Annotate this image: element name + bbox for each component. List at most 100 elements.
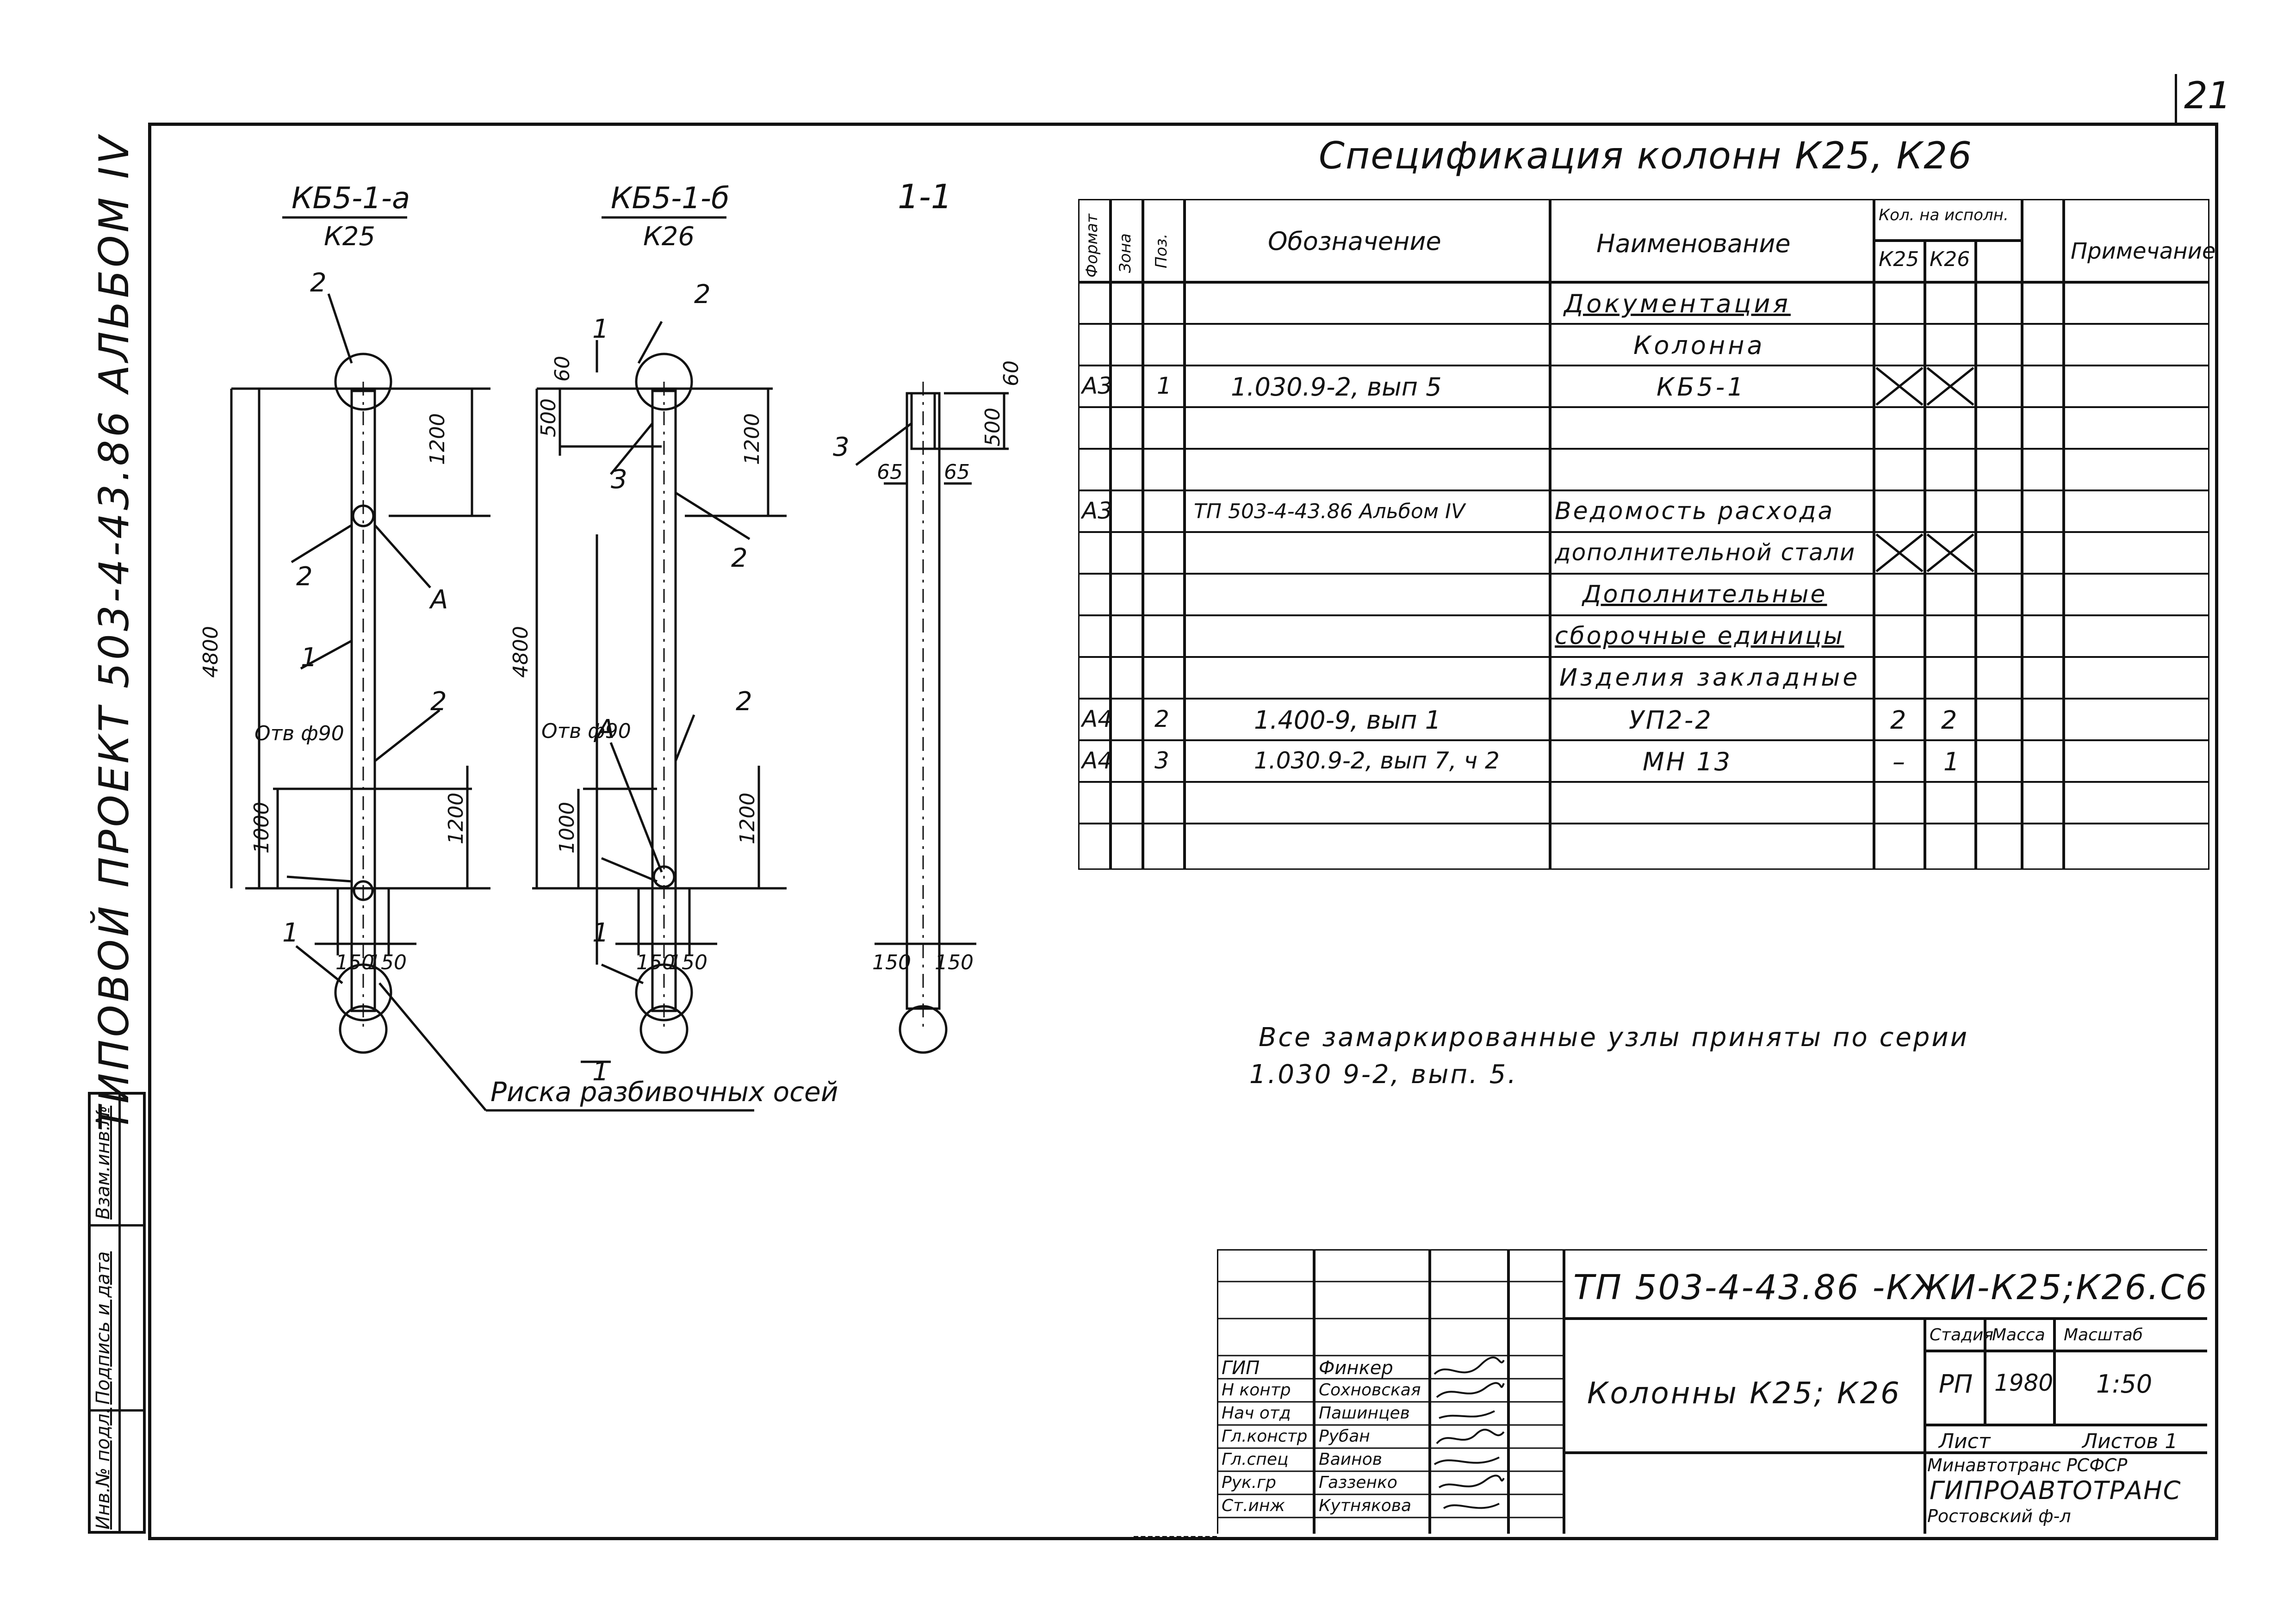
column-view-a [230, 293, 754, 1112]
project-sidebar-title: ТИПОВОЙ ПРОЕКТ 503-4-43.86 АЛЬБОМ IV [90, 133, 138, 1131]
dim-60: 60 [551, 356, 574, 382]
list-item: ГИП Финкер [1217, 1356, 1564, 1379]
table-row: А4 3 1.030.9-2, вып 7, ч 2 МН 13 – 1 [1078, 740, 2209, 782]
person-role: Гл.констр [1222, 1427, 1308, 1446]
org-line1: Минавтотранс РСФСР [1927, 1455, 2128, 1475]
callout-1: 1 [592, 918, 609, 948]
row-format: А4 [1082, 747, 1113, 774]
person-role: Н контр [1222, 1381, 1291, 1400]
row-format: А3 [1082, 372, 1113, 399]
row-name: Изделия закладные [1559, 664, 1861, 692]
dim-500: 500 [981, 408, 1005, 446]
stamp-divider [91, 1409, 143, 1412]
spec-table: Формат Зона Поз. Обозначение Наименовани… [1078, 199, 2215, 870]
dim-4800: 4800 [199, 626, 223, 678]
dim-1200: 1200 [736, 793, 759, 844]
dim-1200: 1200 [740, 413, 764, 465]
row-name: Документация [1564, 289, 1791, 318]
row-designation: 1.400-9, вып 1 [1254, 706, 1441, 735]
title-block: ТП 503-4-43.86 -КЖИ-К25;К26.С6 Колонны К… [1217, 1249, 2207, 1534]
person-name: Пашинцев [1319, 1404, 1410, 1423]
section-title: 1-1 [898, 177, 952, 216]
col-header-designation: Обозначение [1268, 227, 1441, 256]
col-header-qty: Кол. на исполн. [1879, 206, 2009, 224]
hole-label: Отв ф90 [254, 722, 344, 745]
person-name: Рубан [1319, 1427, 1370, 1446]
dim-150: 150 [335, 951, 374, 974]
mass-value: 1980 [1994, 1369, 2054, 1396]
drawing-frame [148, 123, 2218, 1540]
row-pos: 2 [1154, 706, 1169, 732]
table-row: А3 1 1.030.9-2, вып 5 КБ5-1 [1078, 365, 2209, 407]
column-drawings: КБ5-1-а К25 КБ5-1-б К26 1-1 4800 1200 10… [199, 177, 1023, 1112]
row-name: УП2-2 [1629, 706, 1713, 735]
row-designation: 1.030.9-2, вып 7, ч 2 [1254, 747, 1500, 774]
hole-label: Отв ф90 [541, 719, 631, 743]
person-role: ГИП [1222, 1357, 1260, 1379]
person-role: Рук.гр [1222, 1473, 1276, 1492]
col-header-name: Наименование [1596, 229, 1791, 258]
table-row: Колонна [1078, 324, 2209, 365]
row-k25: 2 [1890, 706, 1906, 735]
person-role: Нач отд [1222, 1404, 1291, 1423]
stamp-label: Инв.№ подл. [93, 1407, 114, 1530]
person-name: Сохновская [1319, 1381, 1421, 1400]
table-row: сборочные единицы [1078, 615, 2209, 657]
person-role: Гл.спец [1222, 1450, 1289, 1469]
view-mark: КБ5-1-б [611, 181, 729, 216]
col-header-note: Примечание [2071, 238, 2216, 264]
table-row: дополнительной стали [1078, 532, 2209, 574]
bottom-edge-line [1134, 1536, 1217, 1538]
row-pos: 3 [1154, 747, 1169, 774]
row-format: А3 [1082, 497, 1113, 524]
document-name: Колонны К25; К26 [1587, 1376, 1901, 1411]
row-name: Дополнительные [1582, 581, 1827, 608]
row-name: МН 13 [1643, 747, 1732, 776]
dim-1200: 1200 [444, 793, 468, 844]
dim-1200: 1200 [426, 413, 449, 465]
scale-value: 1:50 [2096, 1369, 2153, 1399]
dim-1000: 1000 [555, 802, 579, 854]
table-row: А4 2 1.400-9, вып 1 УП2-2 2 2 [1078, 699, 2209, 740]
column-view-b [532, 321, 787, 1063]
dim-150: 150 [872, 951, 911, 974]
page-number-tick [2175, 74, 2177, 125]
general-note-line1: Все замаркированные узлы приняты по сери… [1259, 1022, 1969, 1053]
stamp-label: Взам.инв.№ [93, 1105, 114, 1220]
row-name: Колонна [1633, 331, 1765, 360]
stamp-divider [91, 1224, 143, 1227]
row-name: дополнительной стали [1555, 539, 1856, 566]
mass-label: Масса [1992, 1326, 2045, 1344]
table-row: А3 ТП 503-4-43.86 Альбом IV Ведомость ра… [1078, 490, 2209, 532]
row-pos: 1 [1157, 372, 1172, 399]
person-role: Ст.инж [1222, 1496, 1285, 1515]
document-code: ТП 503-4-43.86 -КЖИ-К25;К26.С6 [1573, 1268, 2209, 1307]
stamp-label: Подпись и дата [93, 1251, 114, 1405]
list-item: Гл.спец Ваинов [1217, 1448, 1564, 1471]
sidebar-stamp: Инв.№ подл. Подпись и дата Взам.инв.№ [88, 1092, 146, 1534]
list-item: Нач отд Пашинцев [1217, 1402, 1564, 1425]
list-item: Гл.констр Рубан [1217, 1425, 1564, 1448]
table-row: Изделия закладные [1078, 657, 2209, 699]
col-header-k26: К26 [1930, 248, 1970, 271]
person-name: Кутнякова [1319, 1496, 1412, 1515]
org-line2: ГИПРОАВТОТРАНС [1930, 1476, 2182, 1505]
crossed-cells [1875, 367, 1974, 572]
stage-label: Стадия [1930, 1326, 1994, 1344]
axis-note: Риска разбивочных осей [490, 1076, 838, 1108]
dim-150: 150 [935, 951, 974, 974]
callout-2: 2 [731, 543, 748, 573]
spec-title: Спецификация колонн К25, К26 [1319, 134, 1973, 177]
person-name: Газзенко [1319, 1473, 1397, 1492]
row-designation: ТП 503-4-43.86 Альбом IV [1194, 500, 1465, 523]
view-sub: К26 [643, 222, 695, 252]
callout-3: 3 [611, 465, 627, 495]
table-row: Дополнительные [1078, 574, 2209, 615]
callout-1: 1 [282, 918, 299, 948]
section-view [855, 382, 1009, 1054]
signatures [1433, 1357, 1505, 1509]
row-name: КБ5-1 [1657, 372, 1746, 402]
row-k26: 2 [1941, 706, 1957, 735]
section-mark: 1 [592, 314, 609, 344]
stage-value: РП [1939, 1369, 1973, 1399]
